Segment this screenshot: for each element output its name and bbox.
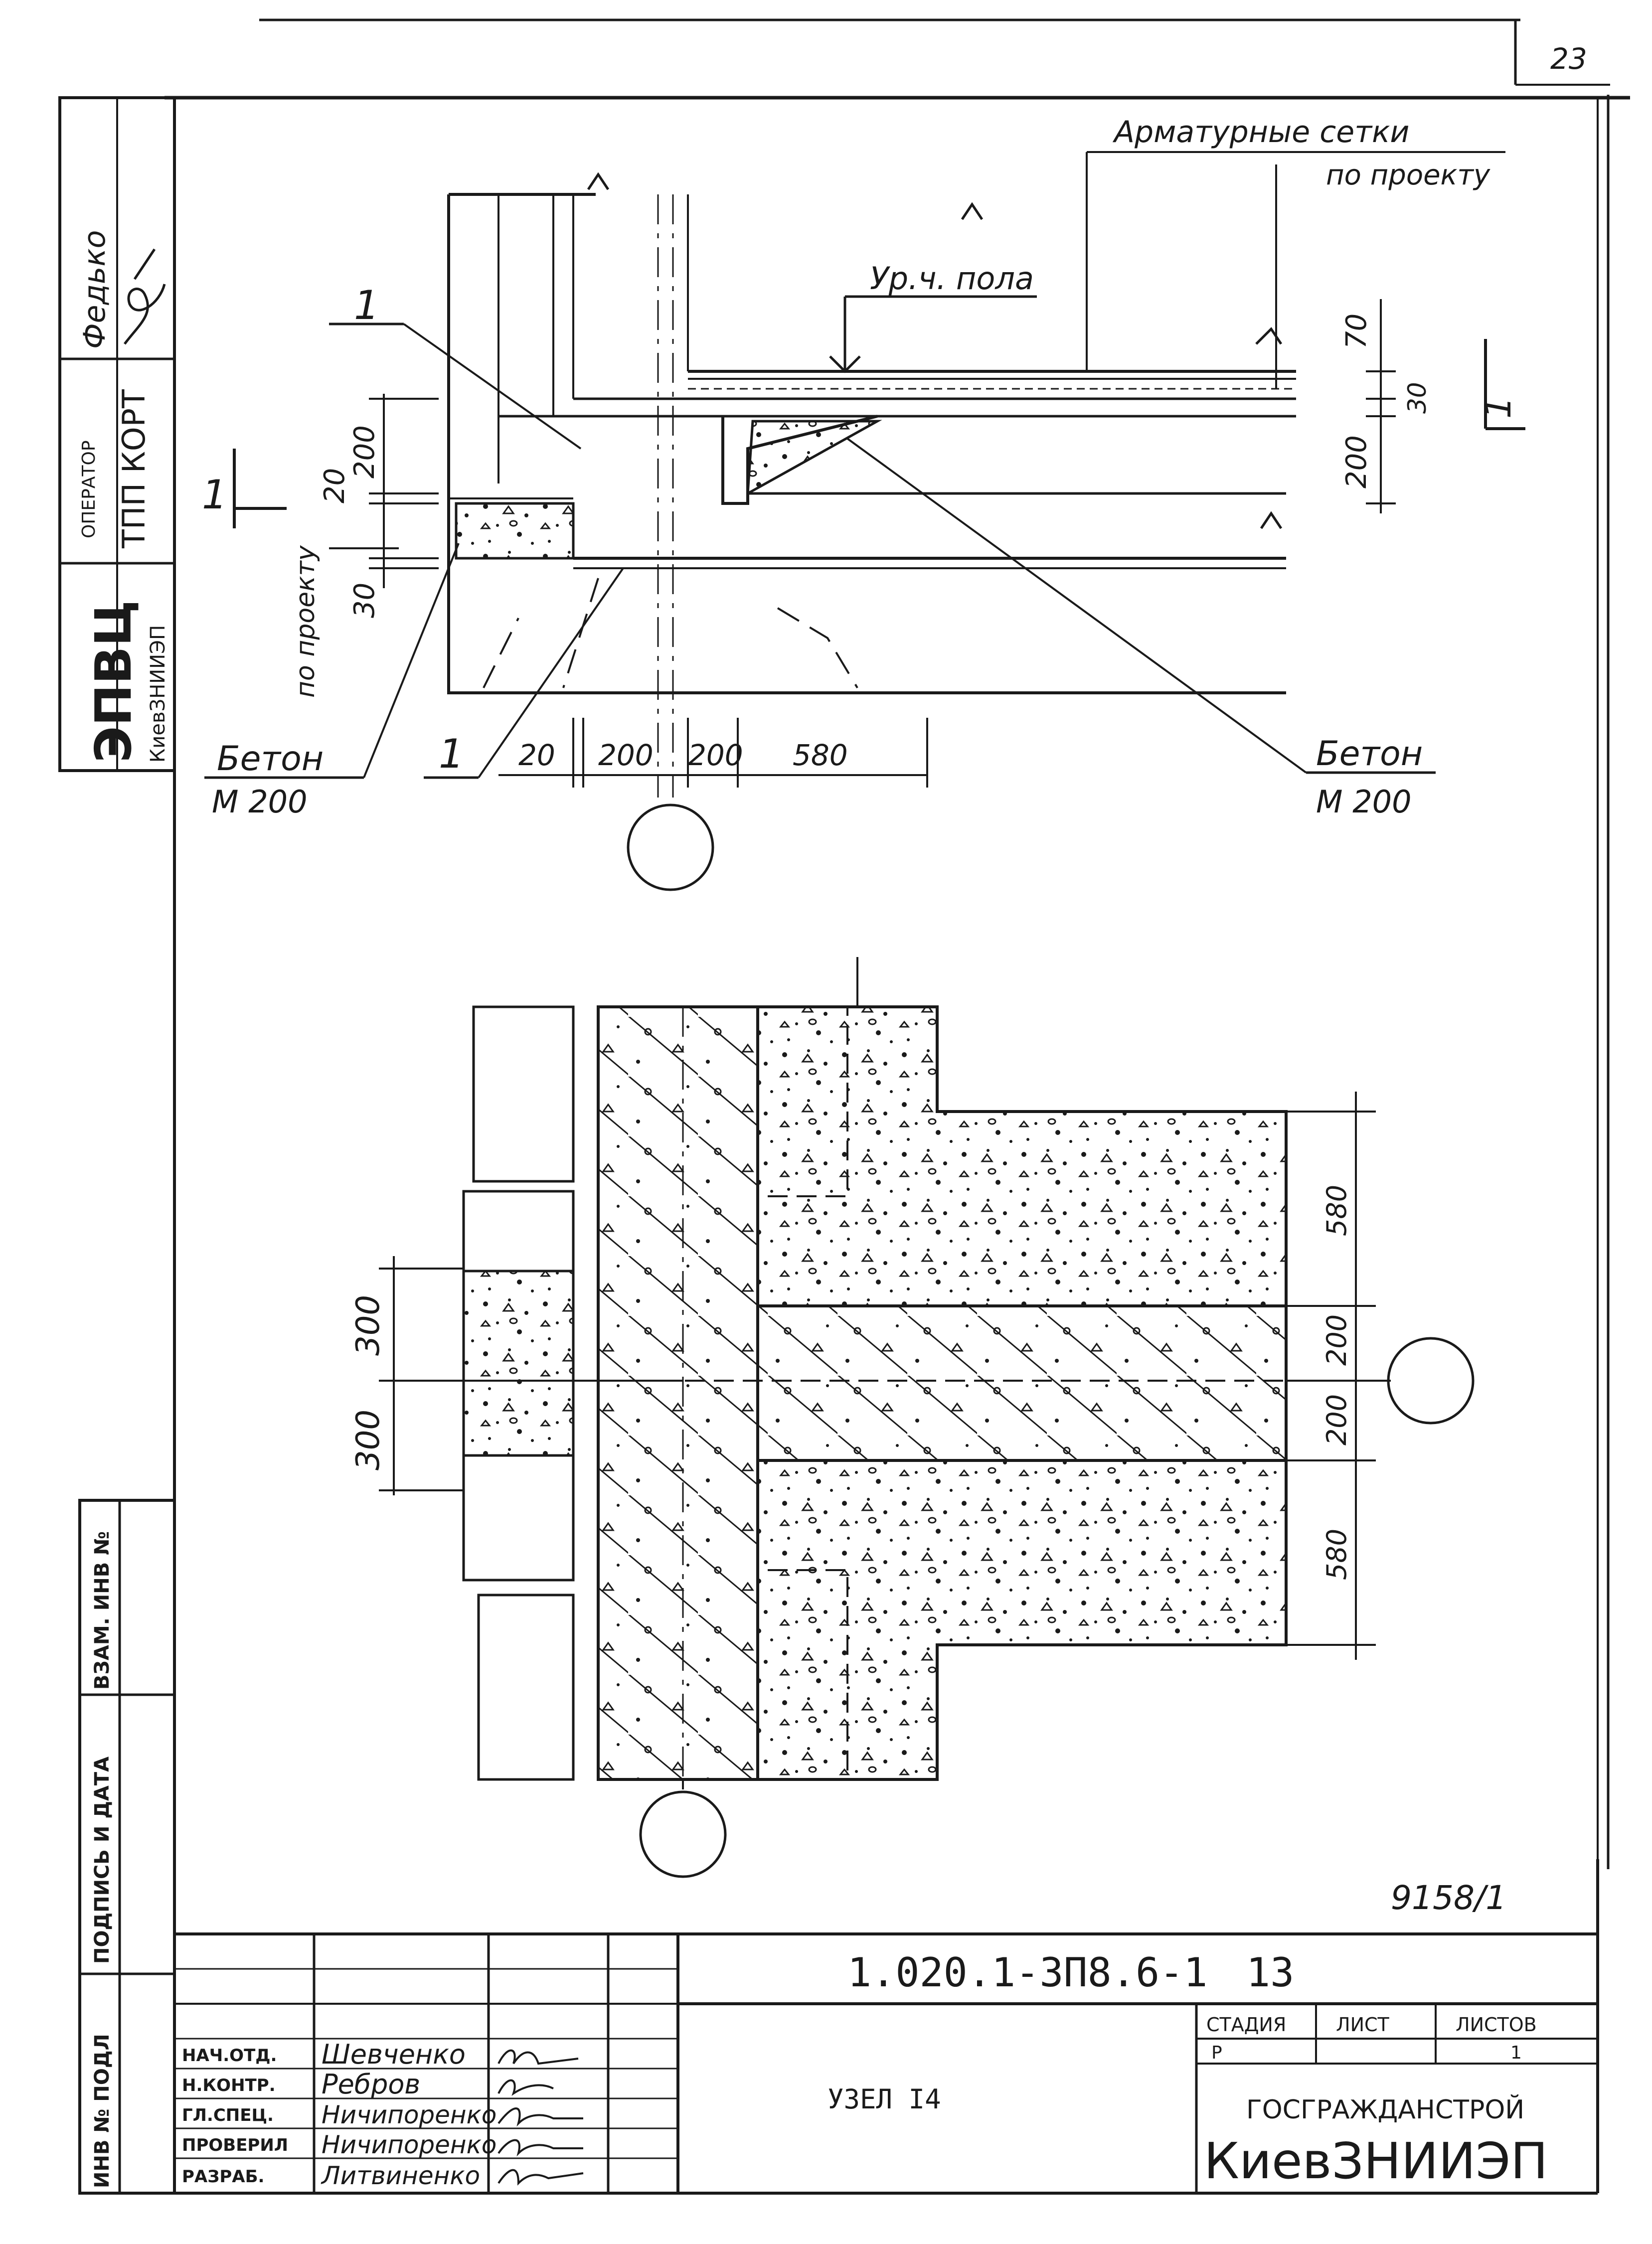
dim-left-200: 200 (348, 425, 381, 479)
role-name: Литвиненко (321, 2161, 480, 2190)
page-header: 23 (259, 18, 1610, 86)
approval-columns: ИНВ № ПОДЛ ПОДПИСЬ И ДАТА ВЗАМ. ИНВ № (78, 1499, 176, 2195)
dim-right-200a: 200 (1321, 1314, 1352, 1366)
dim-right-580b: 580 (1321, 1529, 1352, 1580)
mesh-label-1: Арматурные сетки (1112, 115, 1409, 150)
col-vzam-inv: ВЗАМ. ИНВ № (91, 1531, 114, 1690)
concrete-left-2: М 200 (212, 784, 308, 820)
title-block: 1.020.1-3П8.6-1 13 УЗЕЛ I4 СТАДИЯ ЛИСТ Л… (174, 1932, 1598, 2193)
section-wall-outline (447, 194, 1286, 694)
archive-number: 9158/1 (1391, 1879, 1506, 1917)
signature-mark (124, 248, 166, 345)
dim-bottom-580: 580 (793, 738, 848, 772)
section-drawing: Арматурные сетки по проекту Ур.ч. пола 1… (202, 115, 1525, 891)
signature-mark (497, 2079, 554, 2096)
sheet-in-series: 13 (1246, 1949, 1294, 1996)
role-row: РАЗРАБ. Литвиненко (182, 2161, 584, 2190)
role-row: ПРОВЕРИЛ Ничипоренко (182, 2130, 583, 2159)
dim-left-300a: 300 (350, 1295, 387, 1356)
dim-left-300b: 300 (350, 1410, 387, 1470)
wall-block-1 (472, 1005, 575, 1183)
org-stamp-big: ЭПВЦ (84, 600, 143, 763)
org-line1: ГОСГРАЖДАНСТРОЙ (1246, 2094, 1524, 2125)
stage-header: СТАДИЯ (1206, 2014, 1286, 2036)
wall-block-concrete (462, 1270, 575, 1457)
concrete-fill-left (455, 502, 575, 560)
role-label: ПРОВЕРИЛ (182, 2135, 288, 2155)
concrete-fill-right (746, 420, 882, 496)
role-label: РАЗРАБ. (182, 2167, 264, 2187)
signer-name: Федько (77, 230, 112, 349)
plan-drawing: 300 300 580 200 200 580 9158/1 (350, 957, 1506, 1917)
dim-right-580a: 580 (1321, 1185, 1352, 1236)
signature-mark (497, 2169, 584, 2186)
col-inv-podl: ИНВ № ПОДЛ (91, 2034, 114, 2188)
role-name: Ничипоренко (322, 2130, 496, 2159)
designation: 1.020.1-3П8.6-1 (847, 1949, 1207, 1996)
sheet-header: ЛИСТ (1336, 2014, 1390, 2036)
dim-left-20: 20 (319, 468, 351, 503)
sheets-value: 1 (1510, 2043, 1522, 2063)
axis-bubble-plan-right (1387, 1337, 1475, 1425)
concrete-right-1: Бетон (1316, 734, 1423, 774)
callout-top: 1 (354, 282, 379, 328)
role-label: ГЛ.СПЕЦ. (182, 2105, 274, 2125)
slab-upper (756, 1005, 1288, 1307)
org-stamp-small: КиевЗНИИЭП (147, 625, 169, 763)
concrete-right-2: М 200 (1316, 784, 1412, 820)
dim-right-200b: 200 (1321, 1394, 1352, 1445)
dim-right-70: 70 (1340, 314, 1373, 349)
role-label: Н.КОНТР. (182, 2076, 276, 2095)
dim-bottom-200a: 200 (598, 738, 654, 772)
signature-mark (497, 2049, 579, 2065)
axis-bubble-plan-bottom (639, 1790, 727, 1878)
concrete-left-1: Бетон (217, 739, 324, 779)
operator-label: ОПЕРАТОР (79, 440, 99, 538)
role-row: НАЧ.ОТД. Шевченко (182, 2039, 579, 2070)
role-name: Ребров (322, 2069, 420, 2100)
dim-left-30: 30 (348, 583, 381, 618)
role-name: Ничипоренко (322, 2100, 496, 2129)
role-row: Н.КОНТР. Ребров (182, 2069, 554, 2100)
signature-mark (497, 2107, 583, 2127)
hatched-column (597, 1005, 759, 1781)
axis-bubble-section (627, 803, 714, 891)
by-project-note: по проекту (291, 545, 321, 698)
dim-bottom-200b: 200 (688, 738, 743, 772)
signature-mark (497, 2139, 583, 2157)
role-row: ГЛ.СПЕЦ. Ничипоренко (182, 2100, 583, 2129)
dim-right-30: 30 (1403, 382, 1432, 414)
stage-value: Р (1211, 2043, 1222, 2063)
sheet-number: 23 (1550, 42, 1587, 76)
role-name: Шевченко (322, 2039, 466, 2070)
role-label: НАЧ.ОТД. (182, 2046, 277, 2066)
col-podpis-data: ПОДПИСЬ И ДАТА (91, 1757, 114, 1964)
org-line2: КиевЗНИИЭП (1204, 2132, 1548, 2190)
floor-level-label: Ур.ч. пола (870, 260, 1034, 297)
operator-value: ТПП КОРТ (116, 389, 152, 549)
node-name: УЗЕЛ I4 (827, 2084, 941, 2115)
slab-lower (756, 1459, 1288, 1781)
dim-right-200: 200 (1340, 435, 1373, 488)
section-marker-left: 1 (202, 472, 227, 518)
sheets-header: ЛИСТОВ (1456, 2014, 1537, 2036)
dim-bottom-20: 20 (518, 738, 555, 772)
callout-bottom: 1 (439, 731, 464, 777)
hatched-band (756, 1304, 1288, 1462)
side-stamp: ЭПВЦ КиевЗНИИЭП ОПЕРАТОР ТПП КОРТ Федько (58, 96, 176, 772)
mesh-label-2: по проекту (1326, 159, 1490, 191)
